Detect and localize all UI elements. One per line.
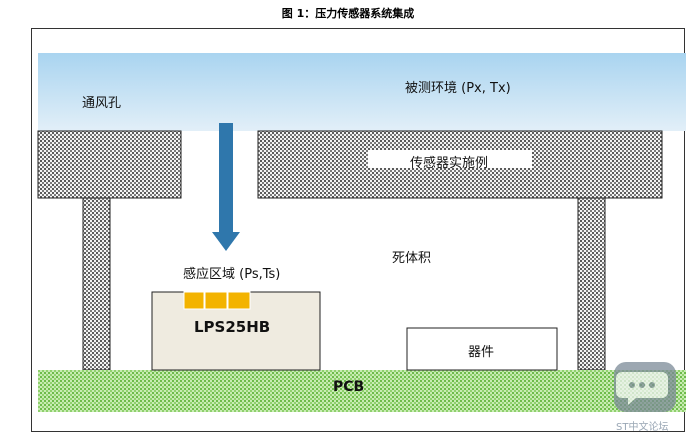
left-cap (37, 130, 182, 199)
sensing-pad-1 (183, 291, 205, 310)
dead-volume-label: 死体积 (392, 251, 432, 266)
vent-label: 通风孔 (82, 96, 122, 111)
pcb-label: PCB (333, 379, 365, 395)
environment-label: 被测环境 (Px, Tx) (405, 81, 511, 96)
device-label: 器件 (468, 345, 495, 360)
chat-bubble-icon (614, 362, 676, 412)
device-box (406, 327, 558, 371)
figure-caption: 图 1：压力传感器系统集成 (281, 7, 415, 20)
environment-band (38, 53, 686, 131)
watermark-text: ST中文论坛 (616, 422, 669, 433)
sensing-pad-3 (227, 291, 251, 310)
sensor-label-background (368, 150, 532, 168)
sensor-example-label: 传感器实施例 (410, 156, 489, 171)
down-arrow-icon (212, 123, 240, 251)
right-cap (257, 130, 663, 199)
left-pillar (82, 197, 111, 371)
right-pillar (577, 197, 606, 371)
sensing-pad-2 (204, 291, 228, 310)
sensing-area-label: 感应区域 (Ps,Ts) (183, 267, 281, 282)
pcb-board (38, 370, 686, 412)
chip-label: LPS25HB (194, 318, 271, 336)
